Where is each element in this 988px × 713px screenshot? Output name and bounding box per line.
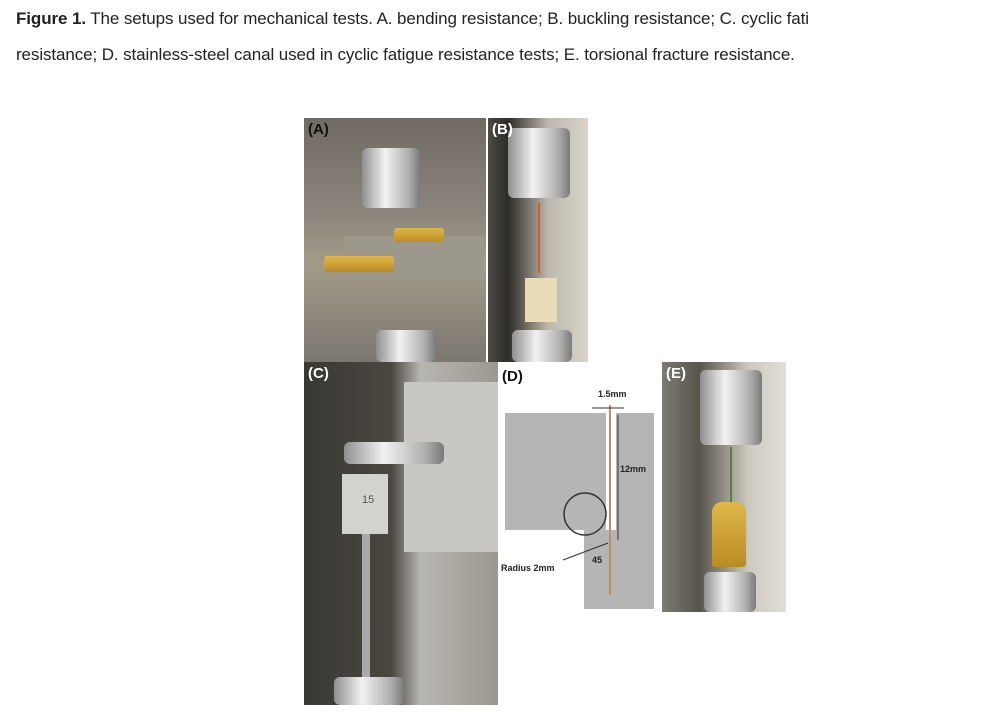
panel-label-a: (A) xyxy=(308,121,329,138)
brass-holder xyxy=(712,502,746,567)
canal-length-label: 12mm xyxy=(620,464,647,474)
brass-holder xyxy=(394,228,444,242)
handpiece xyxy=(344,442,444,464)
drill-chuck xyxy=(700,370,762,445)
specimen-block xyxy=(525,278,557,322)
canal-diagram: (D) 1.5mm 12mm Radius 2mm 45 xyxy=(498,365,660,612)
motor-housing xyxy=(404,382,498,552)
radius-label: Radius 2mm xyxy=(501,563,555,573)
drill-chuck xyxy=(362,148,420,208)
figure-caption-line2: resistance; D. stainless-steel canal use… xyxy=(16,45,795,64)
drill-chuck xyxy=(508,128,570,198)
base-chuck xyxy=(512,330,572,362)
canal-drawing xyxy=(505,405,654,609)
block-mark: 15 xyxy=(362,494,375,506)
photo-cyclic-fatigue: 15 (C) xyxy=(304,362,498,705)
canal-width-label: 1.5mm xyxy=(598,389,627,399)
panel-label-b: (B) xyxy=(492,121,513,138)
base-chuck xyxy=(704,572,756,612)
canal-block: 15 xyxy=(342,474,388,534)
angle-label: 45 xyxy=(592,555,603,565)
panel-label-d: (D) xyxy=(502,368,523,385)
photo-torsional-fracture: (E) xyxy=(662,362,786,612)
panel-label-c: (C) xyxy=(308,365,329,382)
panel-label-e: (E) xyxy=(666,365,686,382)
file-instrument xyxy=(730,447,732,502)
figure-caption-line1: Figure 1. The setups used for mechanical… xyxy=(16,9,809,28)
base-chuck xyxy=(376,330,436,362)
brass-holder xyxy=(324,256,394,272)
base-chuck xyxy=(334,677,404,705)
photo-bending-resistance: (A) xyxy=(304,118,486,362)
file-instrument xyxy=(538,203,540,273)
figure-label: Figure 1. xyxy=(16,9,86,28)
support-rod xyxy=(362,534,370,684)
photo-buckling-resistance: (B) xyxy=(488,118,588,362)
